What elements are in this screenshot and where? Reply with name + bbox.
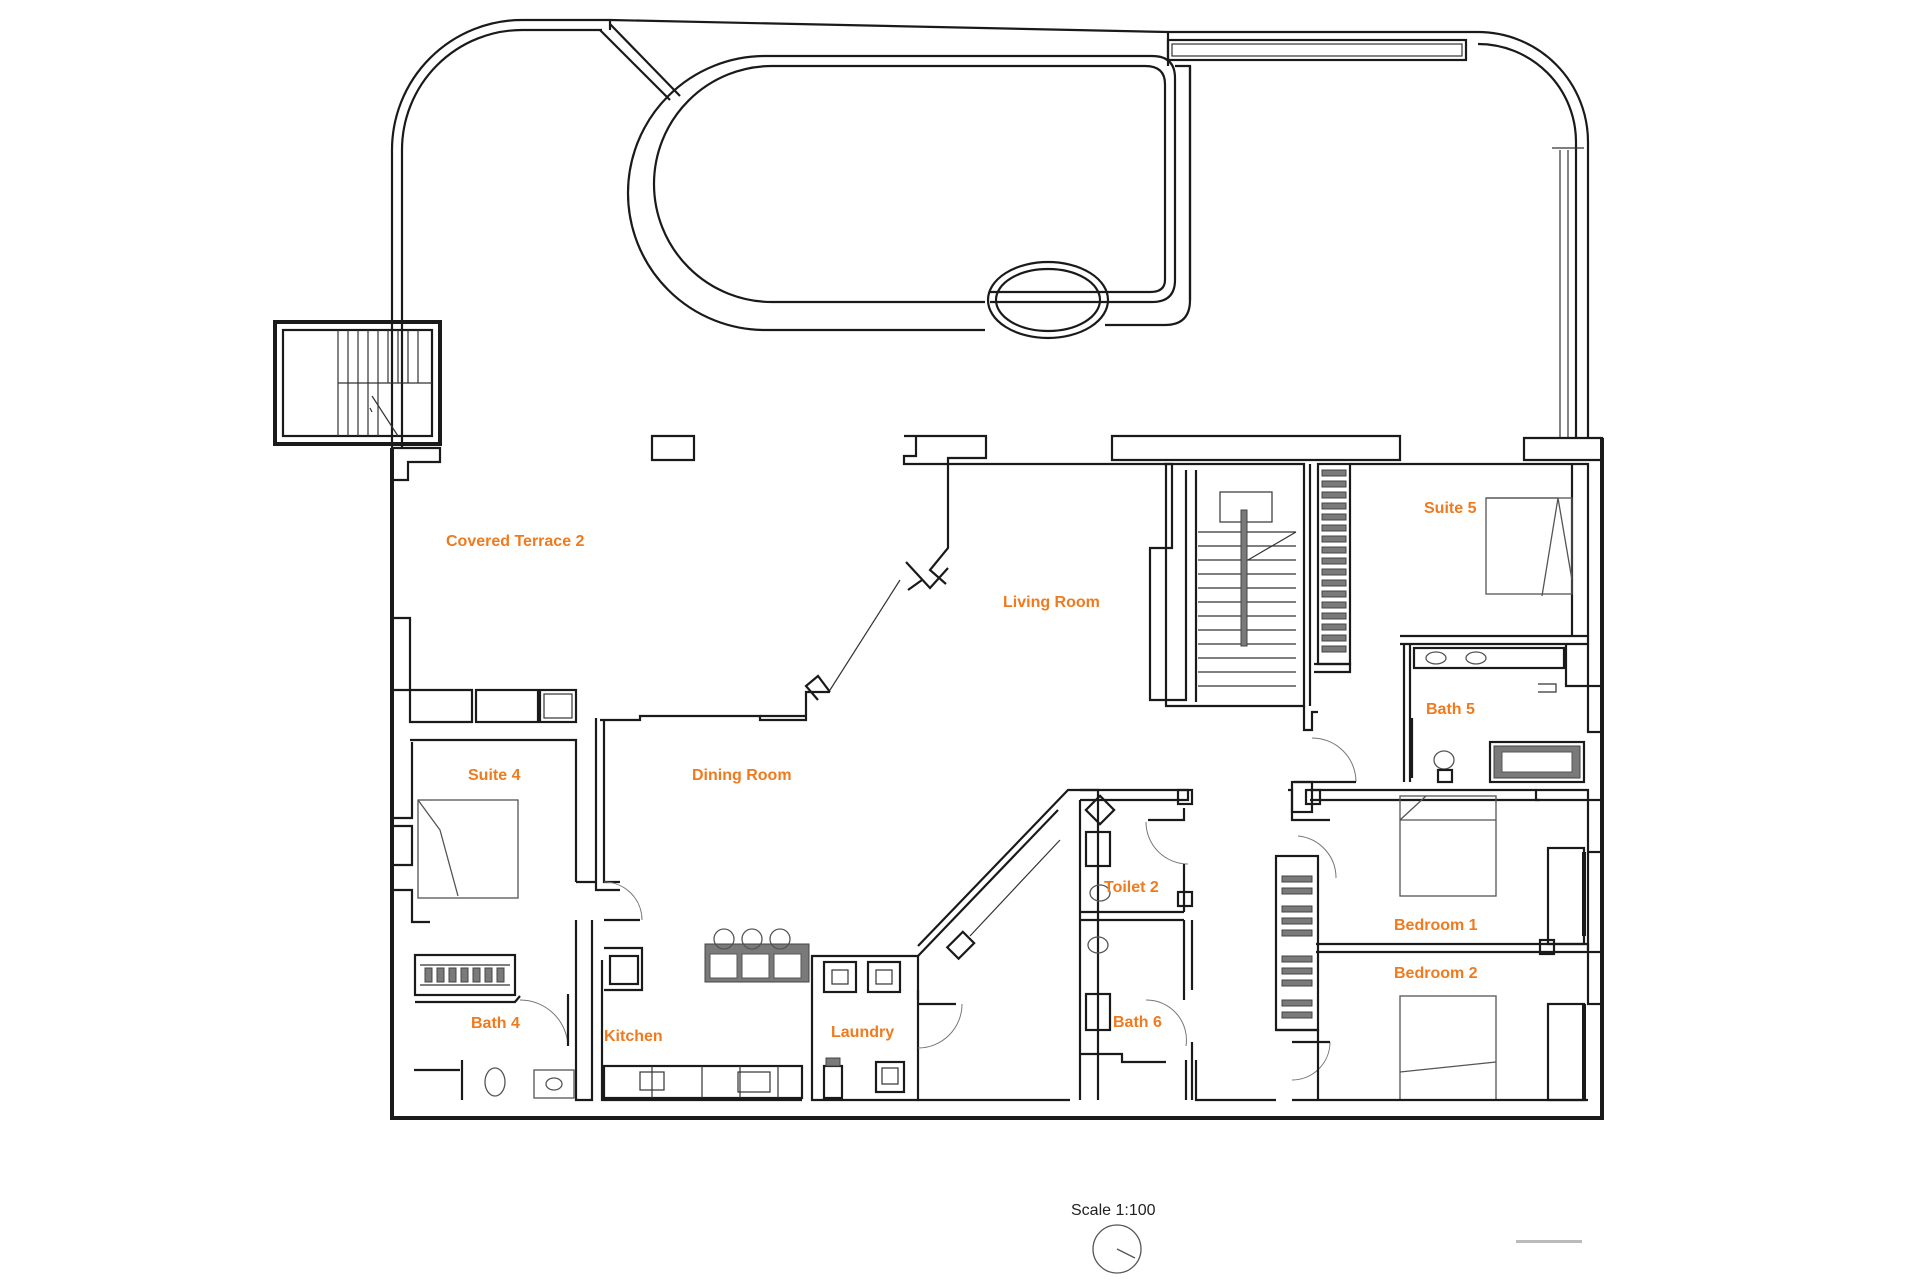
external-stair — [273, 320, 442, 446]
label-kitchen: Kitchen — [604, 1028, 663, 1045]
pool-deck-outline — [390, 18, 1590, 448]
label-bath-6: Bath 6 — [1113, 1014, 1162, 1031]
label-living-room: Living Room — [1003, 594, 1100, 611]
label-bath-5: Bath 5 — [1426, 701, 1475, 718]
label-bath-4: Bath 4 — [471, 1015, 520, 1032]
room-labels: Covered Terrace 2 Living Room Suite 5 Ba… — [446, 500, 1478, 1045]
label-bedroom-1: Bedroom 1 — [1394, 917, 1478, 934]
north-arrow-icon — [1092, 1224, 1142, 1274]
scale-label: Scale 1:100 — [1071, 1202, 1156, 1219]
interior-walls — [392, 462, 1604, 1102]
label-bedroom-2: Bedroom 2 — [1394, 965, 1478, 982]
title-block-mark — [1516, 1240, 1582, 1243]
pool — [626, 54, 1192, 340]
label-suite-4: Suite 4 — [468, 767, 521, 784]
label-suite-5: Suite 5 — [1424, 500, 1477, 517]
label-covered-terrace-2: Covered Terrace 2 — [446, 533, 585, 550]
label-dining-room: Dining Room — [692, 767, 792, 784]
scale-block: Scale 1:100 — [1071, 1202, 1582, 1274]
label-laundry: Laundry — [831, 1024, 894, 1041]
label-toilet-2: Toilet 2 — [1104, 879, 1159, 896]
